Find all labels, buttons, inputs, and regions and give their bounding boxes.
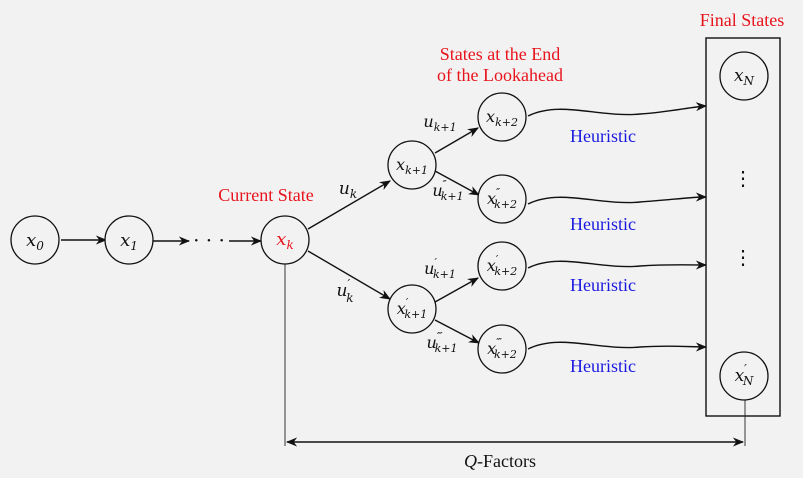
- heuristic-arrow-1: [527, 102, 708, 117]
- svg-text:x′N: x′N: [735, 362, 754, 388]
- heuristic-arrow-3: [527, 260, 708, 270]
- horizontal-ellipsis: · · ·: [193, 228, 225, 252]
- node-xk2-prime: x′k+2: [477, 241, 527, 291]
- lookahead-label-line2: of the Lookahead: [437, 65, 563, 85]
- vertical-ellipsis-2: ⋮: [733, 245, 753, 269]
- edge-label-uk-prime: u′k: [337, 277, 354, 305]
- node-xk1-prime: x′k+1: [387, 284, 437, 334]
- node-xk-current: xk: [260, 215, 310, 265]
- node-x0: x0: [10, 215, 60, 265]
- edge-label-uk: uk: [339, 179, 357, 201]
- svg-text:x1: x1: [120, 230, 138, 253]
- heuristic-label-1: Heuristic: [570, 126, 636, 146]
- svg-text:x‴k+2: x‴k+2: [487, 336, 517, 361]
- heuristic-label-3: Heuristic: [570, 275, 636, 295]
- edge-xk1p-xk2p: [434, 277, 479, 303]
- heuristic-label-2: Heuristic: [570, 214, 636, 234]
- node-xk1: xk+1: [387, 140, 437, 190]
- node-xN-prime: x′N: [719, 351, 769, 401]
- edge-xk-xk1p: [307, 250, 391, 300]
- edge-label-uk1: uk+1: [423, 112, 456, 134]
- node-x1: x1: [104, 215, 154, 265]
- heuristic-label-4: Heuristic: [570, 356, 636, 376]
- qfactors-label: Q-Factors: [464, 451, 536, 471]
- node-xN: xN: [719, 51, 769, 101]
- lookahead-label-line1: States at the End: [440, 44, 560, 64]
- edge-xk1p-xk2ppp: [434, 319, 480, 344]
- edge-label-uk1-prime: u′k+1: [424, 256, 456, 281]
- final-states-label: Final States: [700, 10, 785, 30]
- edge-xk-xk1: [307, 180, 391, 230]
- node-xk2-double-prime: x″k+2: [477, 174, 527, 224]
- node-xk2-triple-prime: x‴k+2: [477, 324, 527, 374]
- svg-text:x′k+1: x′k+1: [397, 296, 427, 321]
- svg-text:xk: xk: [276, 229, 293, 252]
- svg-text:xk+2: xk+2: [486, 107, 518, 129]
- heuristic-arrow-2: [527, 192, 708, 205]
- svg-text:xk+1: xk+1: [396, 155, 428, 177]
- current-state-label: Current State: [218, 185, 313, 205]
- edge-xk1-xk2pp: [434, 170, 480, 196]
- node-xk2: xk+2: [477, 92, 527, 142]
- edge-label-uk1-double-prime: u″k+1: [432, 178, 463, 203]
- svg-text:x″k+2: x″k+2: [487, 186, 517, 211]
- final-states-box: [705, 37, 781, 417]
- heuristic-arrow-4: [527, 341, 708, 352]
- edge-xk1-xk2: [434, 127, 479, 154]
- edge-label-uk1-triple-prime: u‴k+1: [427, 330, 458, 355]
- vertical-ellipsis-1: ⋮: [733, 166, 753, 190]
- svg-text:xN: xN: [734, 66, 755, 88]
- svg-text:x0: x0: [26, 230, 44, 253]
- svg-text:x′k+2: x′k+2: [487, 253, 517, 278]
